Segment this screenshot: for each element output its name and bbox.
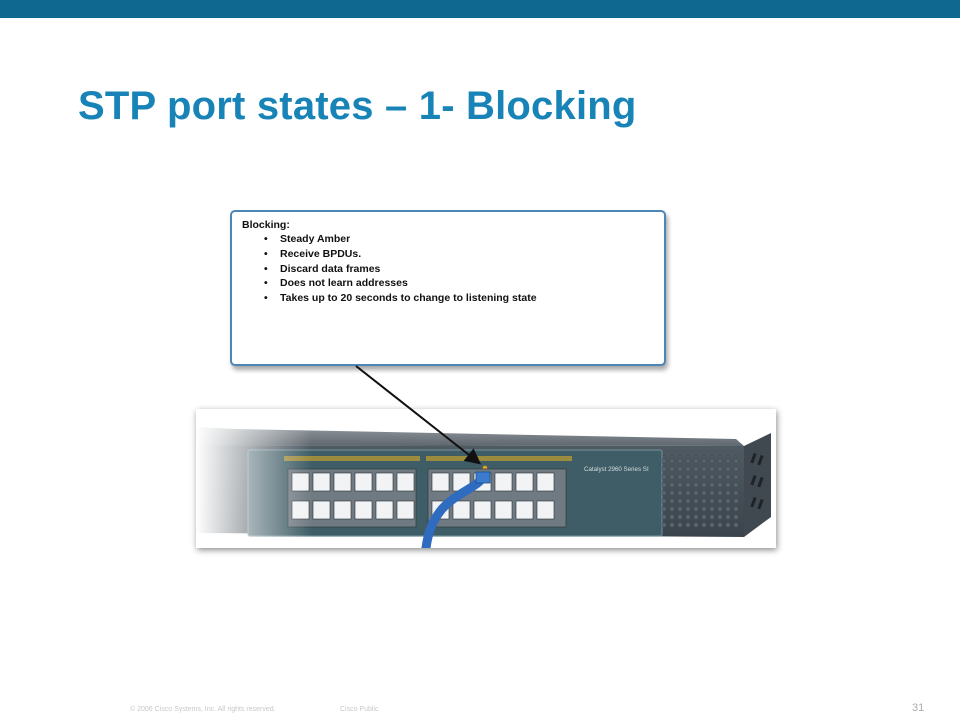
footer-copyright: © 2006 Cisco Systems, Inc. All rights re… [130, 706, 276, 713]
callout-item: • Does not learn addresses [264, 276, 654, 291]
callout-item-text: Discard data frames [280, 262, 381, 275]
callout-item: • Steady Amber [264, 232, 654, 247]
callout-item: • Takes up to 20 seconds to change to lis… [264, 291, 654, 306]
switch-photo: Catalyst 2960 Series SI [196, 409, 776, 548]
callout-item-text: Takes up to 20 seconds to change to list… [280, 292, 537, 305]
callout-item-text: Does not learn addresses [280, 277, 408, 290]
top-banner [0, 0, 960, 18]
bullet-icon: • [264, 277, 268, 290]
callout-item-text: Receive BPDUs. [280, 247, 362, 260]
callout-item: • Discard data frames [264, 262, 654, 277]
callout-list: • Steady Amber • Receive BPDUs. • Discard d… [242, 232, 654, 306]
slide-title: STP port states – 1- Blocking [78, 84, 637, 128]
bullet-icon: • [264, 233, 268, 245]
bullet-icon: • [264, 262, 268, 275]
callout-item: • Receive BPDUs. [264, 247, 654, 262]
blocking-callout: Blocking: • Steady Amber • Receive BPDUs. … [230, 210, 666, 366]
callout-item-text: Steady Amber [280, 233, 351, 245]
footer-classification: Cisco Public [340, 706, 379, 713]
bullet-icon: • [264, 292, 268, 305]
switch-illustration: Catalyst 2960 Series SI [196, 409, 776, 548]
callout-heading: Blocking: [242, 219, 290, 231]
bullet-icon: • [264, 247, 268, 260]
page-number: 31 [912, 702, 925, 714]
